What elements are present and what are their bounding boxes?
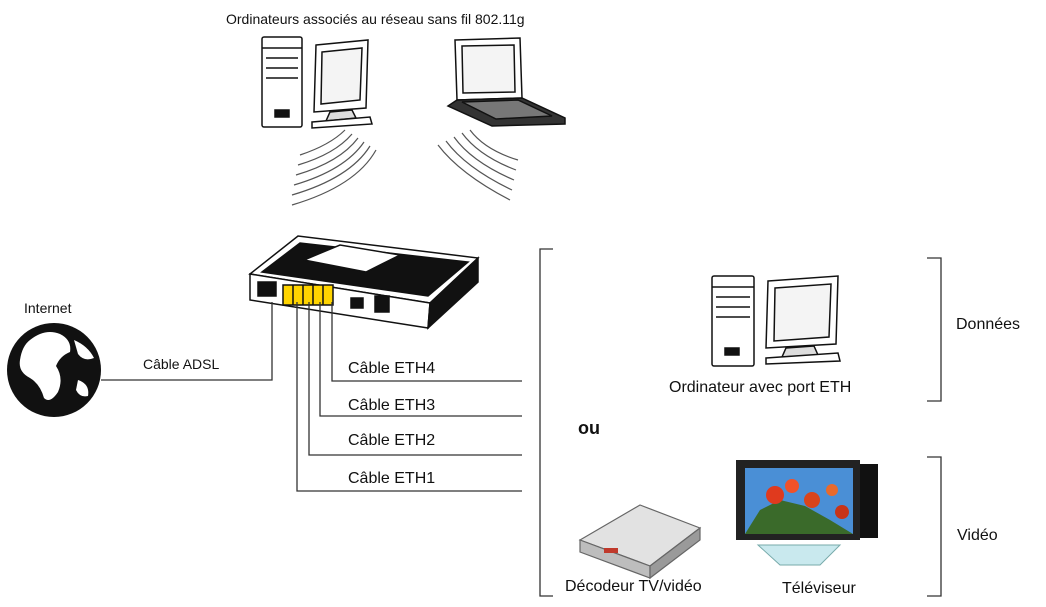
television-icon — [736, 460, 878, 566]
tv-decoder-icon — [578, 504, 702, 580]
desktop-computer-icon — [261, 36, 373, 129]
tv-label: Téléviseur — [782, 580, 856, 597]
eth2-cable-label: Câble ETH2 — [348, 432, 436, 449]
bracket-video — [927, 456, 942, 597]
adsl-cable-label: Câble ADSL — [143, 356, 220, 372]
video-group-label: Vidéo — [957, 527, 998, 544]
internet-label: Internet — [24, 300, 72, 316]
eth1-cable-label: Câble ETH1 — [348, 470, 436, 487]
data-group-label: Données — [956, 316, 1021, 333]
bracket-data — [927, 257, 942, 402]
cables — [101, 302, 522, 492]
bracket-left — [539, 248, 553, 597]
data-device-label: Ordinateur avec port ETH — [669, 379, 852, 396]
eth3-cable-label: Câble ETH3 — [348, 397, 436, 414]
globe-icon — [7, 323, 101, 417]
decoder-label: Décodeur TV/vidéo — [565, 578, 702, 595]
desktop-computer-icon — [711, 275, 841, 367]
wireless-computers-title: Ordinateurs associés au réseau sans fil … — [226, 11, 525, 27]
router-icon — [248, 235, 480, 330]
laptop-icon — [446, 37, 566, 127]
wifi-waves-icon — [291, 129, 519, 206]
eth4-cable-label: Câble ETH4 — [348, 360, 436, 377]
or-label: ou — [578, 418, 600, 438]
